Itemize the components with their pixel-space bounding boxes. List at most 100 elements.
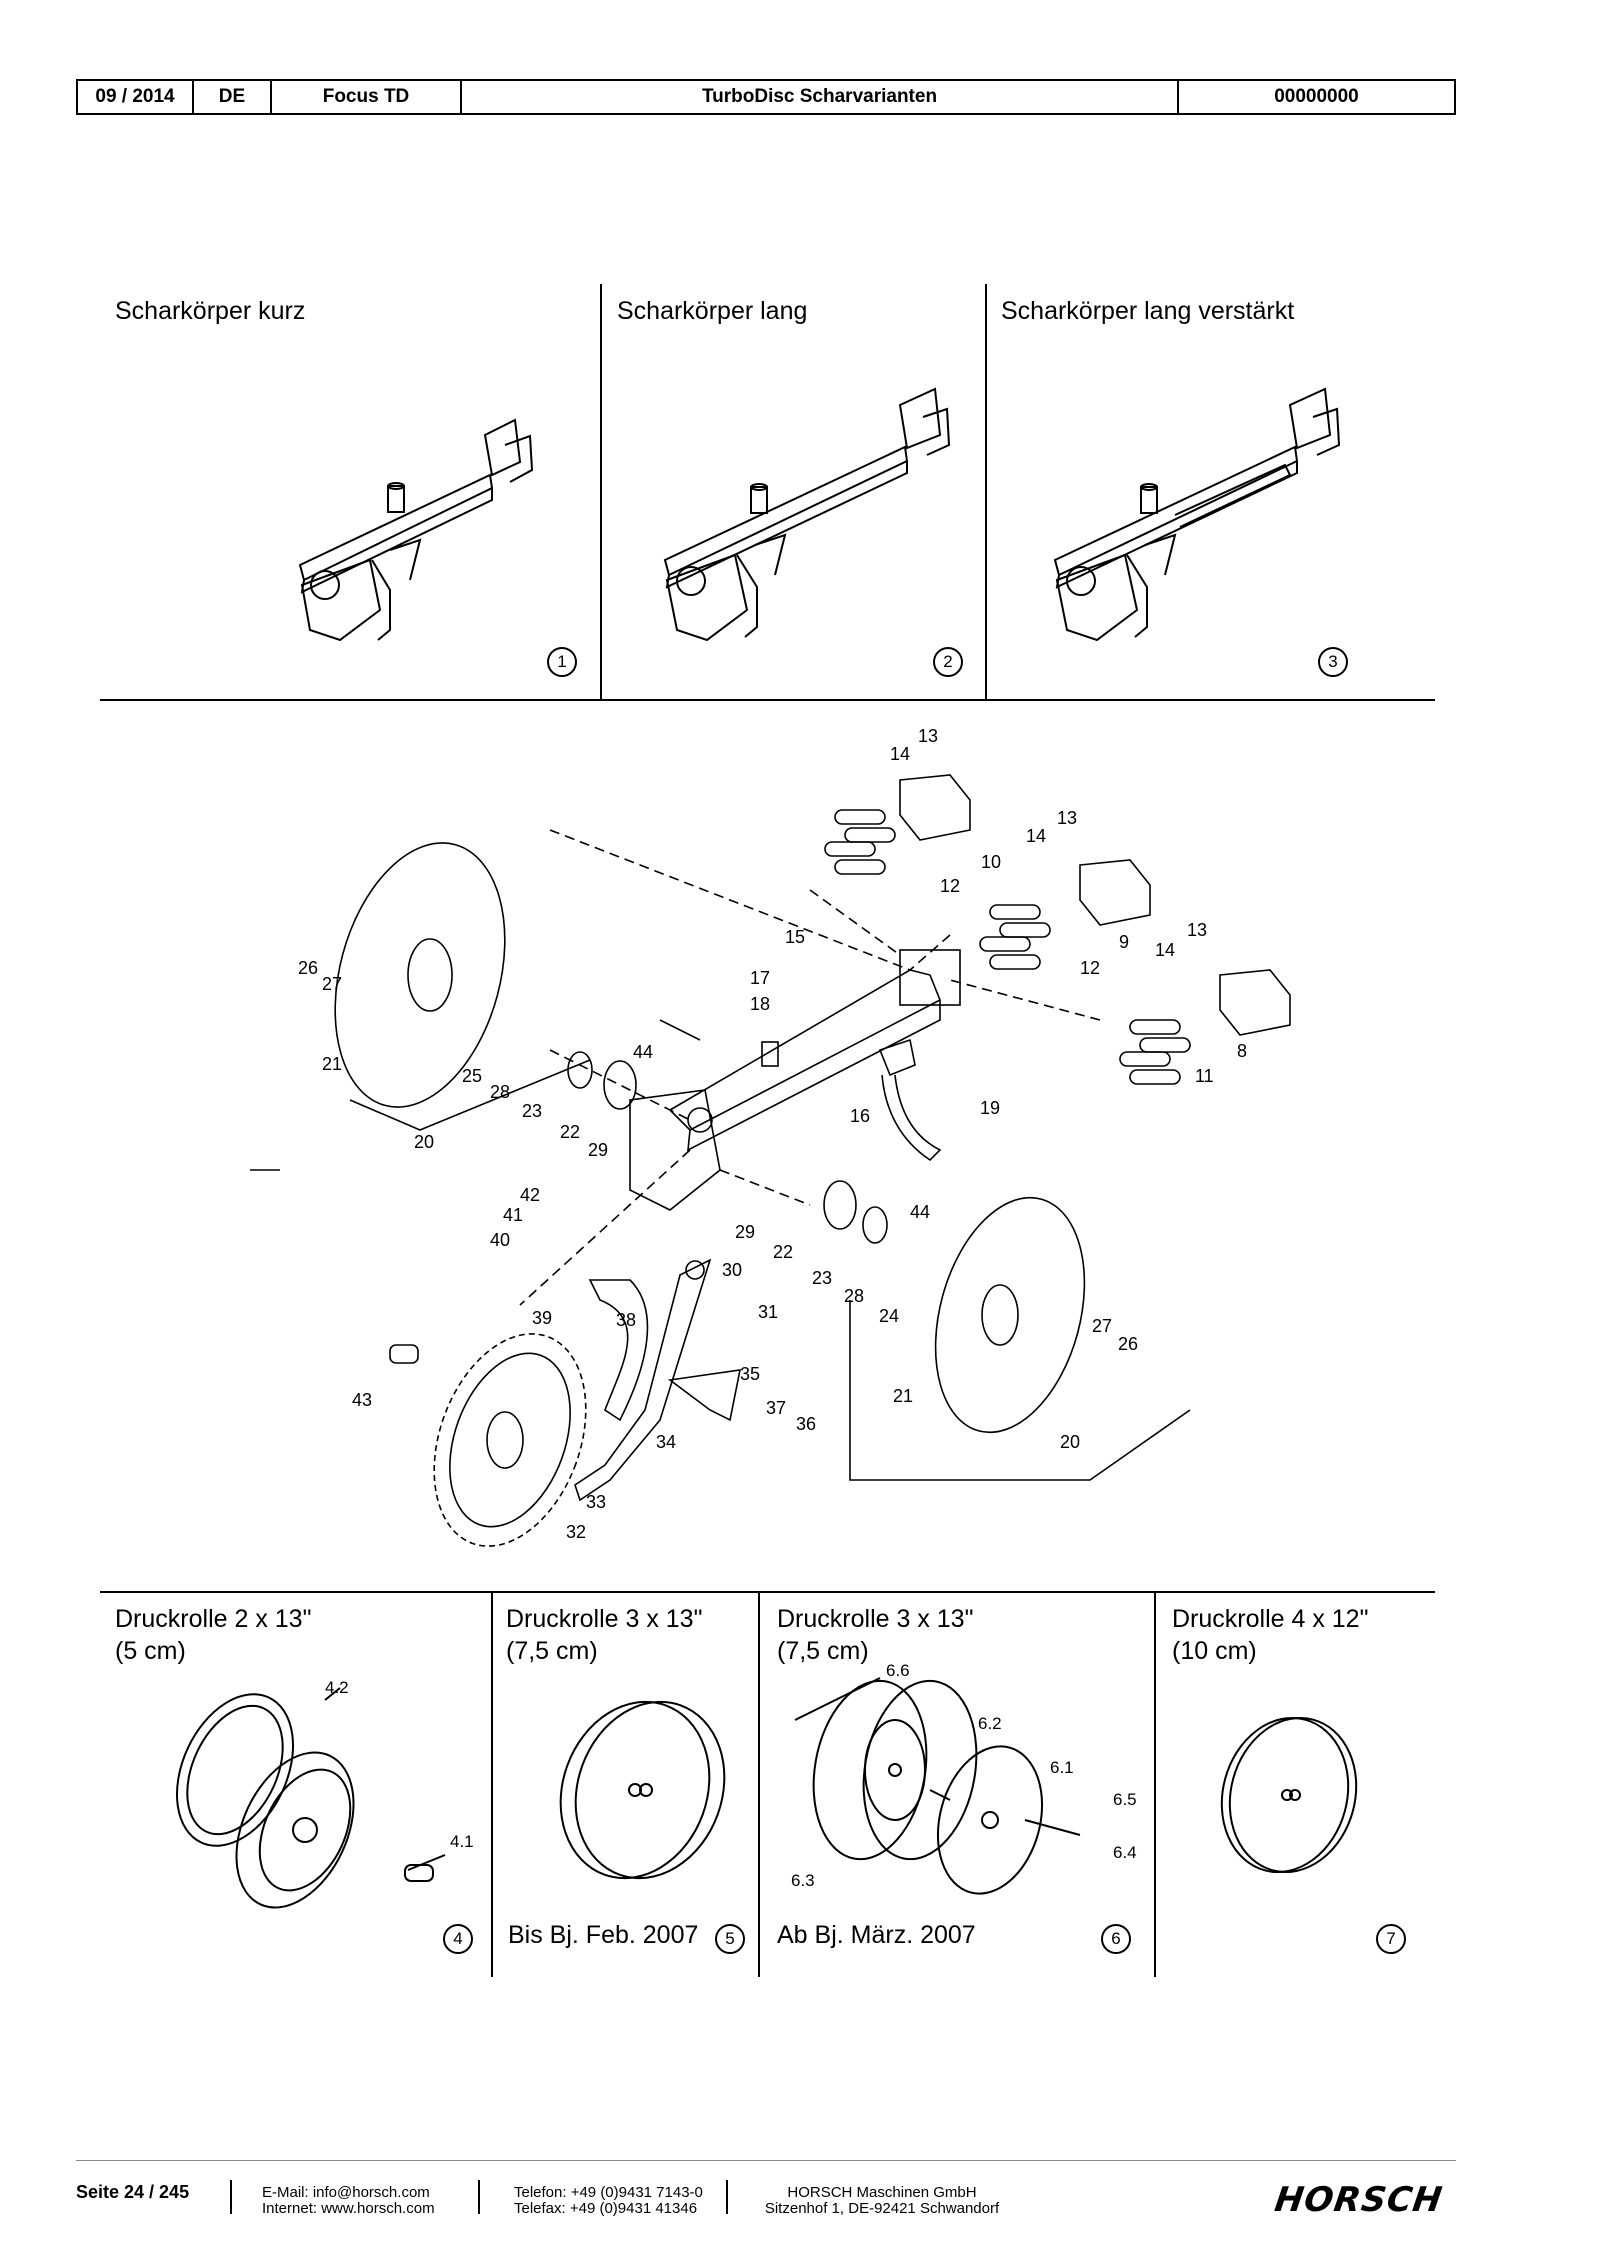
part-label: 11 <box>1195 1066 1214 1086</box>
variant-caption-long-reinforced: Scharkörper lang verstärkt <box>1001 297 1295 325</box>
roller-4-name: Druckrolle 2 x 13" <box>115 1605 312 1633</box>
part-label: 9 <box>1119 932 1130 952</box>
part-label: 36 <box>796 1414 817 1434</box>
part-label-6-2: 6.2 <box>978 1714 1002 1733</box>
roller-6-name: Druckrolle 3 x 13" <box>777 1605 974 1633</box>
footer-page-number: Seite 24 / 245 <box>76 2182 190 2202</box>
footer-email: E-Mail: info@horsch.com <box>262 2184 430 2201</box>
part-label: 24 <box>879 1306 900 1326</box>
roller-top-line <box>100 1591 1435 1593</box>
exploded-view-drawing <box>250 774 1291 1547</box>
part-label: 42 <box>520 1185 541 1205</box>
top-variant-divider-2 <box>985 284 987 699</box>
roller-4-title: Druckrolle 2 x 13" (5 cm) <box>115 1603 311 1667</box>
part-label: 17 <box>750 968 771 988</box>
part-label: 13 <box>1187 920 1208 940</box>
roller-5-note: Bis Bj. Feb. 2007 <box>508 1921 699 1949</box>
part-label: 22 <box>773 1242 794 1262</box>
header-language: DE <box>194 81 272 113</box>
roller-7-size: (10 cm) <box>1172 1637 1257 1665</box>
roller-5-size: (7,5 cm) <box>506 1637 598 1665</box>
part-label: 44 <box>633 1042 654 1062</box>
part-label: 43 <box>352 1390 373 1410</box>
part-label: 20 <box>1060 1432 1081 1452</box>
roller-5-drawing <box>559 1700 726 1880</box>
part-label: 38 <box>616 1310 637 1330</box>
part-label: 27 <box>322 974 343 994</box>
roller-divider-2 <box>758 1591 760 1977</box>
part-label: 10 <box>981 852 1002 872</box>
variant-caption-long: Scharkörper lang <box>617 297 808 325</box>
roller-7-title: Druckrolle 4 x 12" (10 cm) <box>1172 1603 1368 1667</box>
part-label: 15 <box>785 927 806 947</box>
part-label: 33 <box>586 1492 607 1512</box>
part-label-6-5: 6.5 <box>1113 1790 1137 1809</box>
part-label: 13 <box>918 726 939 746</box>
roller-number-6: 6 <box>1101 1924 1131 1954</box>
part-label: 21 <box>322 1054 343 1074</box>
footer-internet: Internet: www.horsch.com <box>262 2200 435 2217</box>
part-label-4-2: 4.2 <box>325 1678 349 1697</box>
part-label: 20 <box>414 1132 435 1152</box>
part-label: 28 <box>490 1082 511 1102</box>
footer-phone: Telefon: +49 (0)9431 7143-0 <box>514 2184 703 2201</box>
roller-number-4: 4 <box>443 1924 473 1954</box>
part-label: 14 <box>890 744 911 764</box>
part-label: 16 <box>850 1106 871 1126</box>
part-label: 18 <box>750 994 771 1014</box>
roller-6-note: Ab Bj. März. 2007 <box>777 1921 976 1949</box>
roller-4-drawing <box>175 1687 446 1909</box>
roller-5-title: Druckrolle 3 x 13" (7,5 cm) <box>506 1603 702 1667</box>
header-date: 09 / 2014 <box>78 81 194 113</box>
part-label: 28 <box>844 1286 865 1306</box>
roller-7-drawing <box>1220 1716 1358 1874</box>
footer-rule <box>76 2160 1456 2161</box>
part-label-6-3: 6.3 <box>791 1871 815 1890</box>
variant-number-3: 3 <box>1318 647 1348 677</box>
footer-company: HORSCH Maschinen GmbH <box>787 2184 977 2201</box>
header-document-number: 00000000 <box>1274 86 1359 107</box>
roller-divider-3 <box>1154 1591 1156 1977</box>
horsch-logo: HORSCH <box>1272 2180 1446 2220</box>
part-label: 14 <box>1155 940 1176 960</box>
footer-separator <box>726 2180 728 2214</box>
part-label: 12 <box>940 876 961 896</box>
roller-6-size: (7,5 cm) <box>777 1637 869 1665</box>
top-variant-baseline <box>100 699 1435 701</box>
part-label: 41 <box>503 1205 524 1225</box>
part-label: 35 <box>740 1364 761 1384</box>
part-label-4-1: 4.1 <box>450 1832 474 1851</box>
part-label: 34 <box>656 1432 677 1452</box>
footer-separator <box>230 2180 232 2214</box>
part-label: 30 <box>722 1260 743 1280</box>
part-label: 12 <box>1080 958 1101 978</box>
part-label: 37 <box>766 1398 787 1418</box>
header-title: TurboDisc Scharvarianten <box>462 81 1179 113</box>
part-label: 40 <box>490 1230 511 1250</box>
part-label: 32 <box>566 1522 587 1542</box>
part-label: 23 <box>812 1268 833 1288</box>
roller-number-7: 7 <box>1376 1924 1406 1954</box>
part-label: 31 <box>758 1302 779 1322</box>
roller-divider-1 <box>491 1591 493 1977</box>
part-label: 44 <box>910 1202 931 1222</box>
part-label: 19 <box>980 1098 1001 1118</box>
part-label: 29 <box>588 1140 609 1160</box>
footer-address: Sitzenhof 1, DE-92421 Schwandorf <box>764 2200 1000 2217</box>
part-label: 23 <box>522 1101 543 1121</box>
part-label: 29 <box>735 1222 756 1242</box>
part-label: 13 <box>1057 808 1078 828</box>
roller-4-size: (5 cm) <box>115 1637 186 1665</box>
footer-separator <box>478 2180 480 2214</box>
part-label: 8 <box>1237 1041 1248 1061</box>
variant-caption-short: Scharkörper kurz <box>115 297 306 325</box>
roller-5-name: Druckrolle 3 x 13" <box>506 1605 703 1633</box>
roller-number-5: 5 <box>715 1924 745 1954</box>
variant-number-2: 2 <box>933 647 963 677</box>
part-label-6-6: 6.6 <box>886 1661 910 1680</box>
part-label: 39 <box>532 1308 553 1328</box>
part-label: 21 <box>893 1386 914 1406</box>
part-label: 22 <box>560 1122 581 1142</box>
coulter-long-reinforced-drawing <box>1053 387 1341 642</box>
